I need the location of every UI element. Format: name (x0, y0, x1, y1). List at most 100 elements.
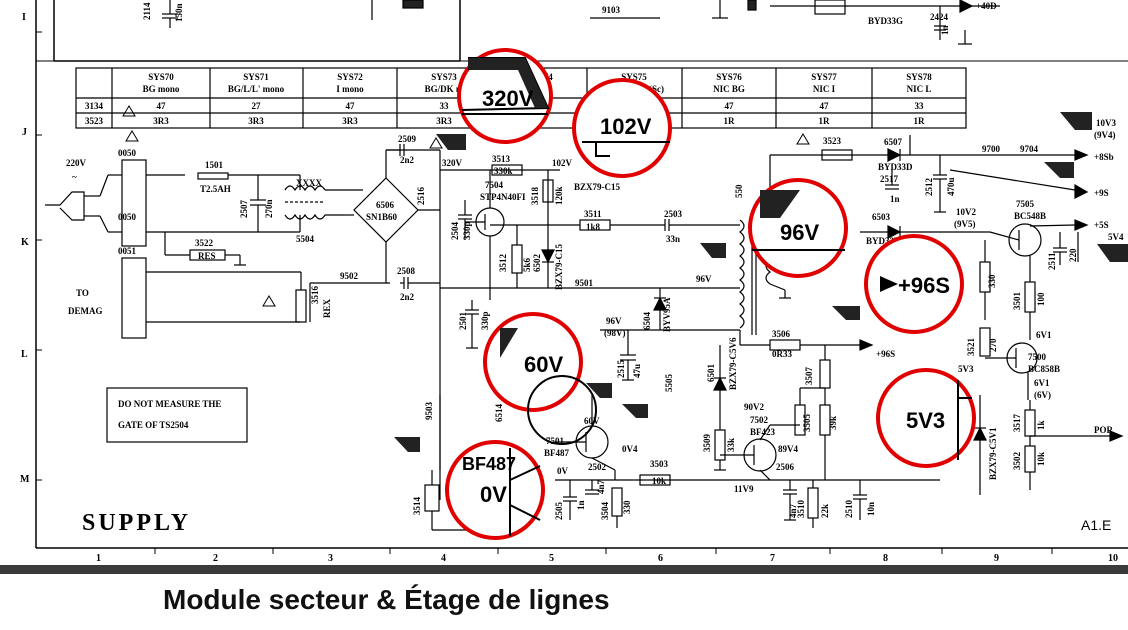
label-3510: 3510 (796, 500, 806, 519)
label-bf487: BF487 (544, 448, 570, 458)
label-plus96s: +96S (876, 349, 895, 359)
table-header-sys77-sub: NIC I (813, 84, 836, 94)
label-3518: 3518 (530, 187, 540, 206)
label-5v3: 5V3 (958, 364, 974, 374)
table-header-sys76-sub: NIC BG (713, 84, 745, 94)
label-2501: 2501 (458, 312, 468, 331)
table-cell: 27 (252, 101, 262, 111)
component-labels: 220V ~ 0050 0050 1501 T2.5AH 2507 270n X… (66, 118, 1124, 520)
label-2505: 2505 (554, 502, 564, 521)
label-330p-2: 330p (480, 311, 490, 330)
label-to: TO (76, 288, 89, 298)
table-header-sys71-sub: BG/L/L' mono (228, 84, 285, 94)
label-bc548b: BC548B (1014, 211, 1046, 221)
label-6v: (6V) (1034, 390, 1051, 400)
label-bzx-c15: BZX79-C15 (574, 182, 621, 192)
table-cell: 3R3 (153, 116, 169, 126)
table-cell: 47 (820, 101, 830, 111)
label-byd33g: BYD33G (868, 16, 903, 26)
table-cell: 1R (819, 116, 831, 126)
label-6506: 6506 (376, 200, 395, 210)
magnifier-label: 96V (780, 220, 819, 245)
label-9700: 9700 (982, 144, 1001, 154)
label-3521: 3521 (966, 338, 976, 357)
label-98v: (98V) (604, 328, 626, 338)
col-label-3: 3 (328, 553, 333, 564)
label-plus8sb: +8Sb (1094, 152, 1114, 162)
magnifier-label: 0V (480, 482, 507, 507)
label-330p: 330p (462, 221, 472, 240)
label-3504: 3504 (600, 502, 610, 521)
table-header-sys72-sub: I mono (336, 84, 364, 94)
label-3509: 3509 (702, 434, 712, 453)
label-plus9s: +9S (1094, 188, 1109, 198)
magnifier-label: 320V (482, 86, 534, 111)
label-33n: 33n (666, 234, 680, 244)
warning-line-1: DO NOT MEASURE THE (118, 399, 221, 409)
label-wave: ~ (72, 172, 77, 182)
label-byd33d: BYD33D (878, 162, 913, 172)
label-5504: 5504 (296, 234, 315, 244)
label-9502: 9502 (340, 271, 359, 281)
label-1k: 1k (1036, 420, 1046, 430)
magnifier-96v: 96V (748, 178, 848, 278)
label-3505: 3505 (802, 414, 812, 433)
table-header-sys70: SYS70 (148, 72, 174, 82)
magnifier-320v: 320V (457, 48, 553, 144)
label-2502: 2502 (588, 462, 607, 472)
label-0v4: 0V4 (622, 444, 638, 454)
grid-labels: I J K L M 1 2 3 4 5 6 7 8 9 10 (20, 12, 1118, 564)
row-label-l: L (21, 349, 28, 360)
table-header-sys70-sub: BG mono (143, 84, 180, 94)
label-22k: 22k (820, 504, 830, 518)
label-2506: 2506 (776, 462, 795, 472)
label-7501: 7501 (546, 436, 565, 446)
magnifier-label: +96S (898, 273, 950, 298)
label-33k: 33k (726, 438, 736, 452)
label-120k: 120k (554, 186, 564, 205)
label-2n2-a: 2n2 (400, 155, 415, 165)
label-2511: 2511 (1047, 252, 1057, 270)
table-header-sys78: SYS78 (906, 72, 932, 82)
label-1n-c: 1n (890, 194, 900, 204)
col-label-7: 7 (770, 553, 775, 564)
label-t25ah: T2.5AH (200, 184, 231, 194)
label-3516: 3516 (310, 286, 320, 305)
label-1n-b: 1n (576, 500, 586, 510)
magnifier-0v: BF487 0V (445, 440, 545, 540)
label-2515: 2515 (616, 360, 626, 379)
label-3513: 3513 (492, 154, 511, 164)
table-header-sys73-sub: BG/DK m (425, 84, 464, 94)
label-demag: DEMAG (68, 306, 103, 316)
divider-bar (0, 565, 1128, 574)
label-2n2-b: 2n2 (400, 292, 415, 302)
table-cell: 33 (915, 101, 925, 111)
table-header-sys76: SYS76 (716, 72, 742, 82)
schematic-title: SUPPLY (82, 510, 191, 536)
label-bc858b: BC858B (1028, 364, 1060, 374)
label-96v-a: 96V (696, 274, 712, 284)
label-3506: 3506 (772, 329, 791, 339)
label-9103: 9103 (602, 5, 621, 15)
table-cell: 3R3 (248, 116, 264, 126)
label-7500: 7500 (1028, 352, 1047, 362)
col-label-1: 1 (96, 553, 101, 564)
table-cell: 33 (440, 101, 450, 111)
label-6501: 6501 (706, 364, 716, 383)
label-60v: 60V (584, 416, 600, 426)
label-bzx-c15-b: BZX79-C15 (554, 243, 564, 290)
caution-icons (122, 105, 810, 307)
label-0r33: 0R33 (772, 349, 792, 359)
label-xxxx: XXXX (296, 178, 322, 188)
label-330k: 330k (494, 166, 513, 176)
label-6504: 6504 (642, 312, 652, 331)
label-3523: 3523 (823, 136, 842, 146)
label-39k: 39k (828, 416, 838, 430)
page-caption: Module secteur & Étage de lignes (0, 576, 1128, 630)
label-0050a: 0050 (118, 148, 137, 158)
table-header-sys77: SYS77 (811, 72, 837, 82)
label-1501: 1501 (205, 160, 224, 170)
col-label-6: 6 (658, 553, 663, 564)
row-label-i: I (22, 12, 26, 23)
label-7504: 7504 (485, 180, 504, 190)
